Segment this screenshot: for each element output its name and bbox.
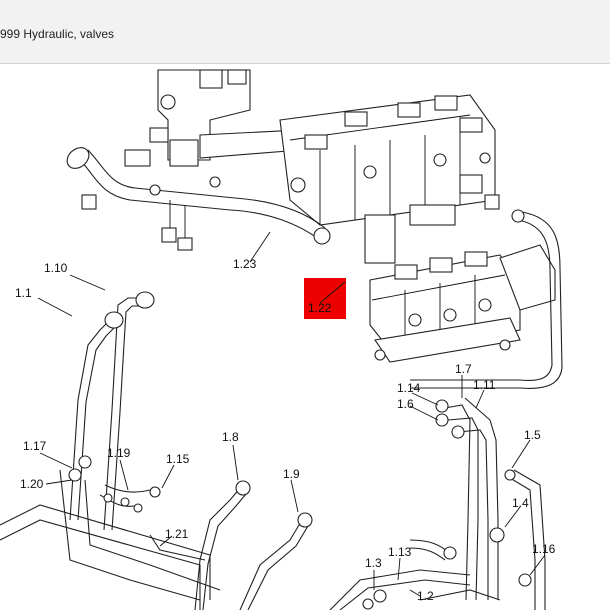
- callout-1-11[interactable]: 1.11: [473, 378, 496, 392]
- callout-1-16[interactable]: 1.16: [532, 542, 556, 556]
- callout-1-5[interactable]: 1.5: [524, 428, 541, 442]
- callout-1-6[interactable]: 1.6: [397, 397, 414, 411]
- callout-1-4[interactable]: 1.4: [512, 496, 529, 510]
- callout-1-14[interactable]: 1.14: [397, 381, 421, 395]
- leader-lines: [37, 231, 546, 597]
- exploded-view: 1.10 1.1 1.23 1.22 1.14 1.6 1.7 1.11 1.5…: [0, 69, 563, 610]
- callout-1-20[interactable]: 1.20: [20, 477, 44, 491]
- pipe-bundle-lower-left: [0, 455, 221, 610]
- right-return-pipe: [410, 209, 563, 389]
- callout-1-21[interactable]: 1.21: [165, 527, 189, 541]
- parts-diagram: 1.10 1.1 1.23 1.22 1.14 1.6 1.7 1.11 1.5…: [0, 64, 610, 610]
- callout-1-15[interactable]: 1.15: [166, 452, 190, 466]
- callout-labels: 1.10 1.1 1.23 1.22 1.14 1.6 1.7 1.11 1.5…: [15, 257, 556, 603]
- pipe-1-23: [66, 147, 331, 245]
- window-title: 999 Hydraulic, valves: [0, 27, 115, 41]
- callout-1-22[interactable]: 1.22: [308, 301, 332, 315]
- callout-1-10[interactable]: 1.10: [44, 261, 68, 275]
- lower-valve-block: [369, 244, 556, 363]
- callout-1-23[interactable]: 1.23: [233, 257, 257, 271]
- callout-1-19[interactable]: 1.19: [107, 446, 131, 460]
- callout-1-17[interactable]: 1.17: [23, 439, 47, 453]
- callout-1-2[interactable]: 1.2: [417, 589, 434, 603]
- callout-1-3[interactable]: 1.3: [365, 556, 382, 570]
- callout-1-9[interactable]: 1.9: [283, 467, 300, 481]
- pipes-center: [149, 480, 313, 610]
- pipe-bundle-bottom: [329, 539, 501, 610]
- upper-valve-block: [124, 69, 500, 264]
- callout-1-7[interactable]: 1.7: [455, 362, 472, 376]
- hanging-fittings: [161, 200, 193, 251]
- pipe-bundle-right: [435, 397, 546, 610]
- window-titlebar: 999 Hydraulic, valves: [0, 0, 610, 64]
- pipe-bundle-left: [69, 291, 155, 531]
- callout-1-1[interactable]: 1.1: [15, 286, 32, 300]
- callout-1-13[interactable]: 1.13: [388, 545, 412, 559]
- callout-1-8[interactable]: 1.8: [222, 430, 239, 444]
